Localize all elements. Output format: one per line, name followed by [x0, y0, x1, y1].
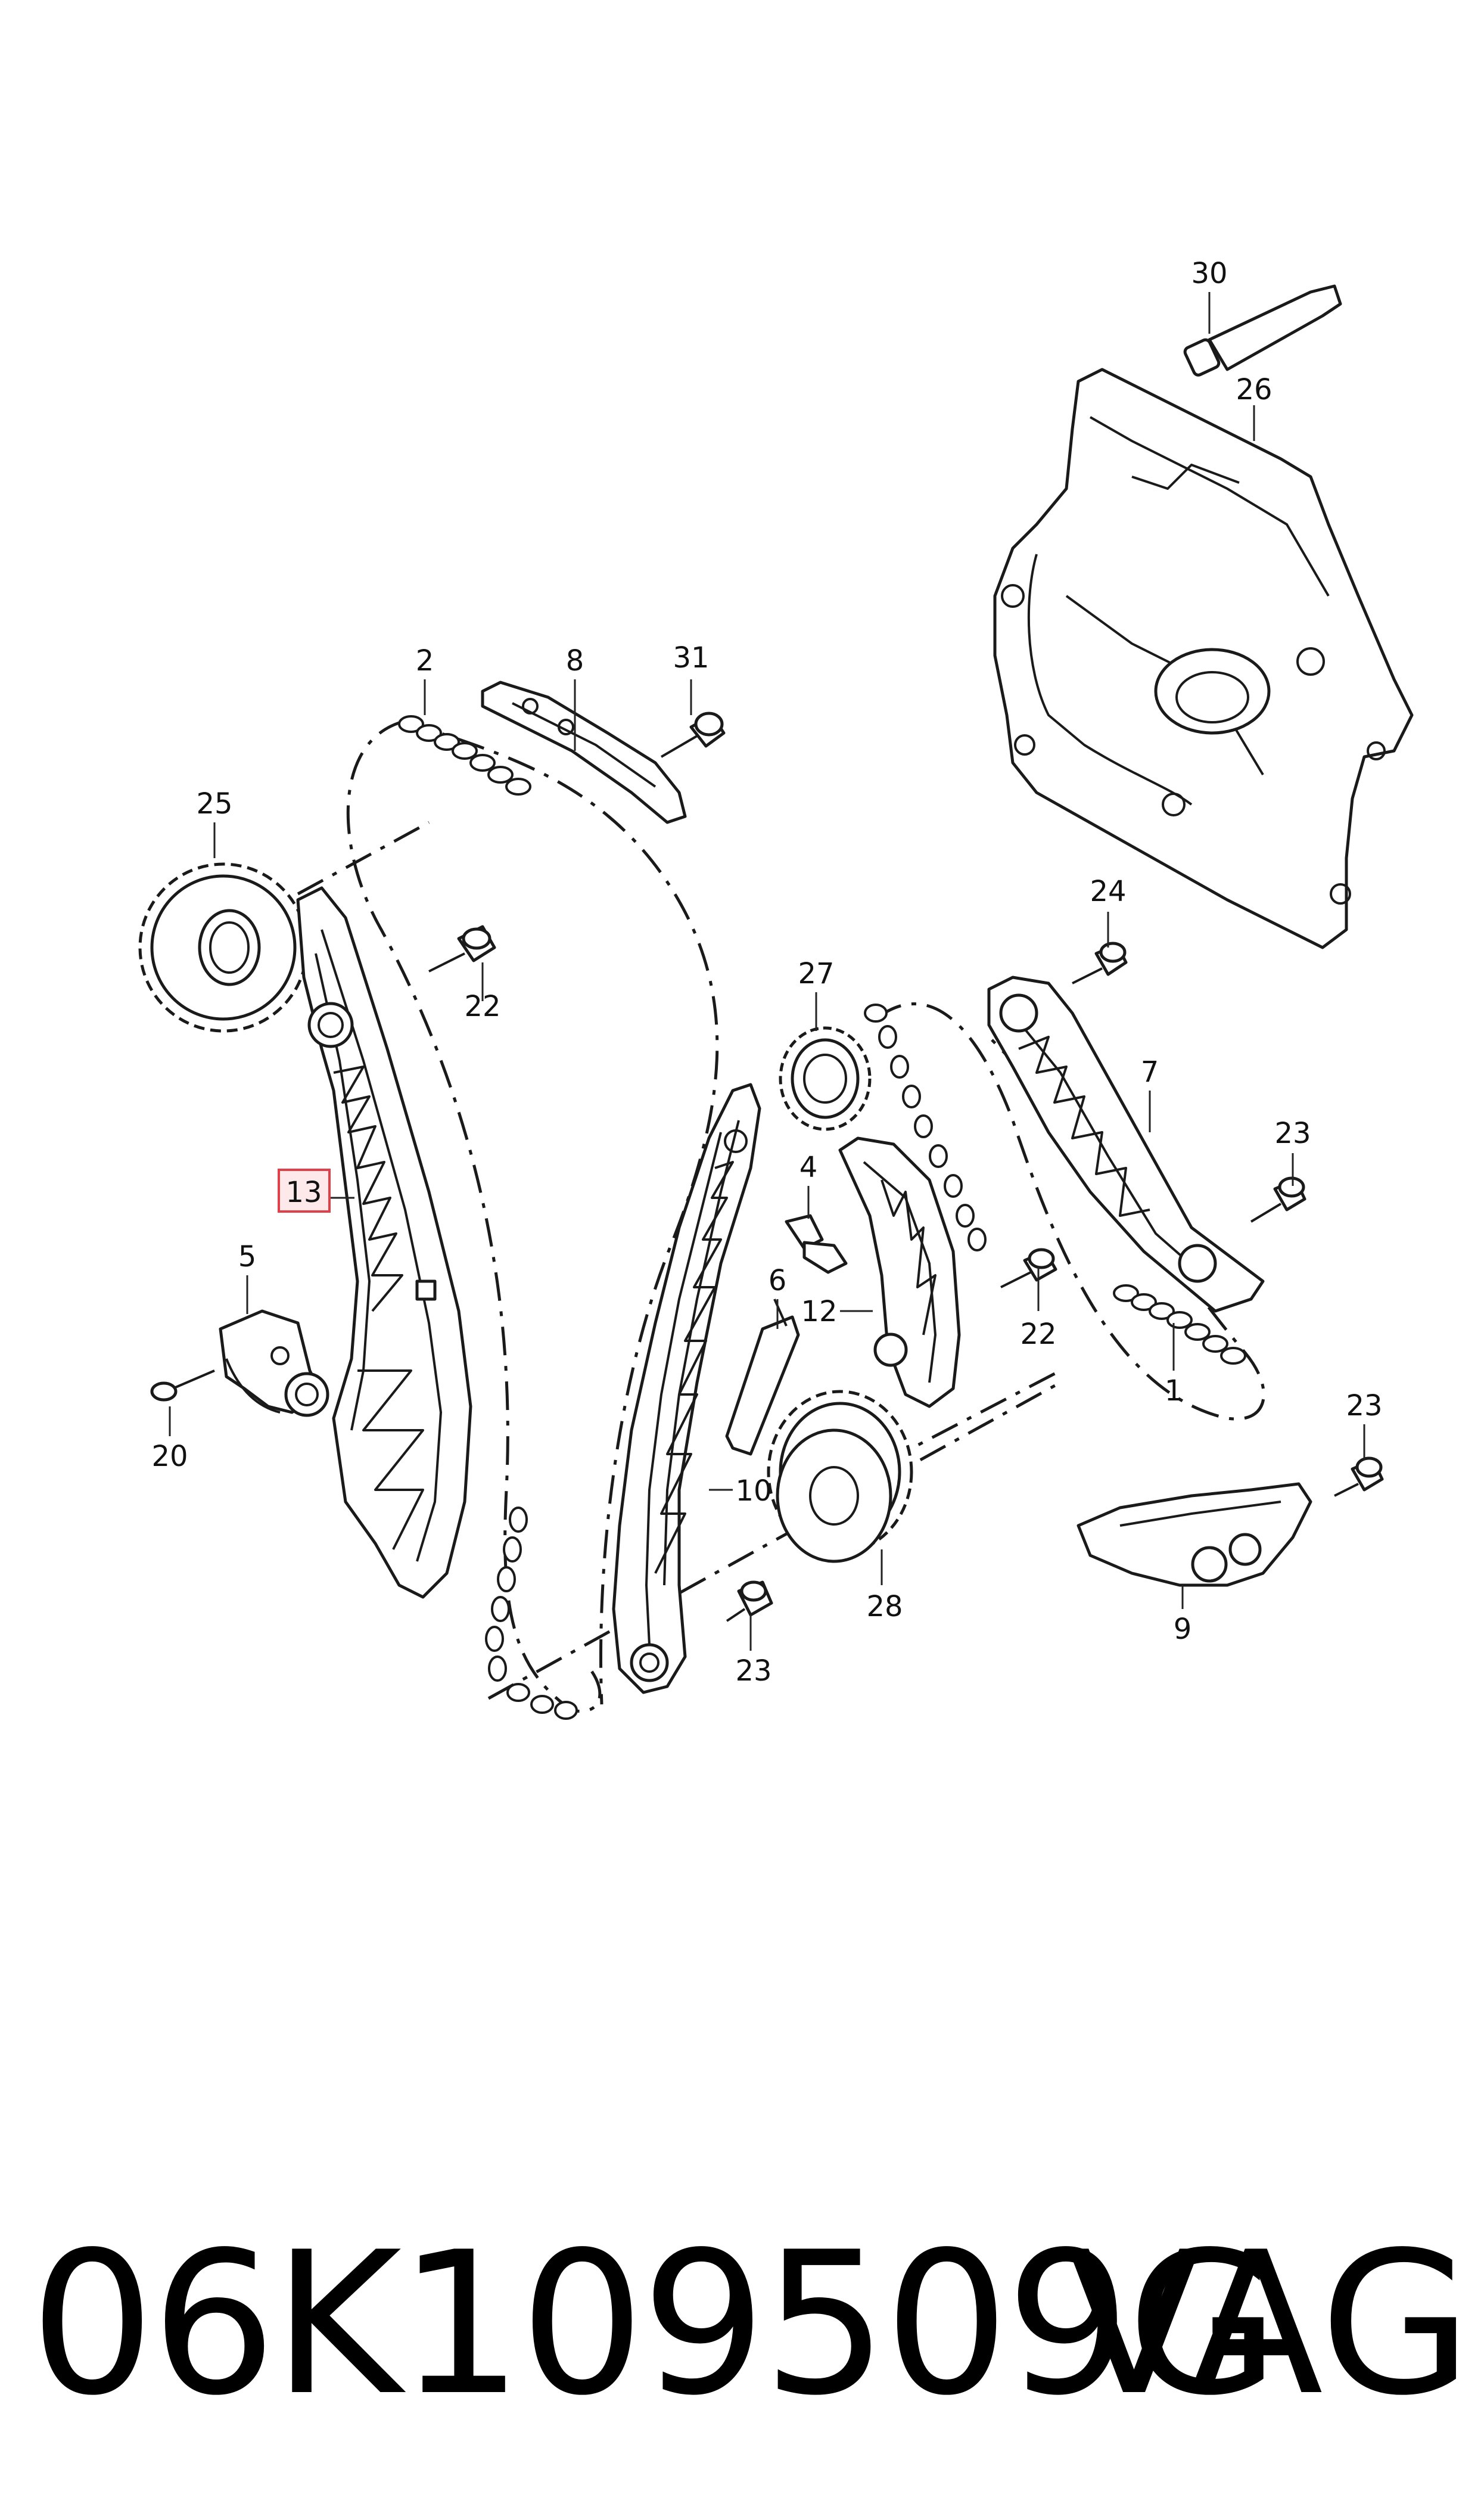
- timing-cover-icon: [993, 368, 1414, 949]
- sealant-tube-icon: [1183, 284, 1342, 377]
- callout-22-middle: 22: [1020, 1318, 1056, 1351]
- chain-lower-left-icon: [485, 1507, 578, 1720]
- chain-route-cross: [487, 1381, 1062, 1700]
- part-number: 06K109509G: [30, 2210, 1280, 2439]
- chain-route-cross-2: [297, 821, 430, 896]
- callout-23-lower: 23: [735, 1654, 771, 1688]
- bolt-31-icon: [660, 712, 726, 758]
- callout-25: 25: [196, 787, 232, 821]
- callout-5: 5: [238, 1240, 257, 1274]
- callout-26: 26: [1236, 373, 1272, 406]
- brand-label: VAG: [1066, 2210, 1472, 2439]
- callout-20: 20: [151, 1440, 188, 1473]
- callout-2: 2: [416, 644, 434, 678]
- callout-13: 13: [285, 1176, 322, 1209]
- callout-9: 9: [1174, 1613, 1192, 1646]
- callout-12: 12: [801, 1295, 837, 1328]
- callout-10: 10: [735, 1474, 771, 1508]
- callout-1: 1: [1165, 1374, 1183, 1408]
- chain-route-upper: [405, 719, 719, 1705]
- upper-guide-rail-icon: [481, 681, 687, 824]
- callout-22-upper: 22: [464, 990, 500, 1023]
- bolt-4-icon: [785, 1214, 848, 1274]
- callout-4: 4: [799, 1151, 818, 1184]
- camshaft-sprocket-icon: [138, 862, 309, 1033]
- bolt-23-far-right-icon: [1334, 1456, 1384, 1497]
- callout-8: 8: [566, 644, 584, 678]
- callout-23-far-right: 23: [1346, 1389, 1382, 1422]
- bolt-22-upper-icon: [428, 925, 496, 973]
- callout-27: 27: [798, 957, 834, 990]
- tensioner-rail-7-icon: [987, 976, 1265, 1313]
- callout-28: 28: [866, 1590, 903, 1623]
- bolt-22-middle-icon: [1000, 1248, 1057, 1288]
- sprocket-27-icon: [779, 1026, 872, 1131]
- callout-24: 24: [1090, 875, 1126, 908]
- bolt-20-icon: [150, 1369, 215, 1402]
- pin-6-icon: [725, 1299, 800, 1456]
- footer: 06K109509G VAG: [0, 2205, 1484, 2455]
- chain-tensioner-5-icon: [219, 1309, 329, 1417]
- callout-31: 31: [673, 641, 709, 675]
- tensioner-rail-13-icon: [296, 886, 472, 1599]
- callout-23-right: 23: [1274, 1117, 1311, 1150]
- crankshaft-sprocket-icon: [767, 1390, 913, 1563]
- timing-chain-diagram: 30 26 2 8 31 25 22 13 5 20 27 4 6 12 10 …: [138, 257, 1414, 1720]
- callout-7: 7: [1141, 1055, 1159, 1089]
- guide-rail-12-icon: [838, 1136, 961, 1408]
- bolt-24-icon: [1072, 942, 1128, 984]
- bolt-23-lower-icon: [726, 1580, 773, 1622]
- guide-piece-9-icon: [1077, 1482, 1312, 1587]
- bolt-23-right-icon: [1250, 1176, 1306, 1223]
- chain-segment-2-icon: [398, 715, 531, 796]
- guide-rail-10-icon: [612, 1083, 761, 1694]
- callout-6: 6: [769, 1264, 787, 1297]
- callout-13-highlight: [278, 1169, 331, 1213]
- callout-30: 30: [1191, 257, 1227, 290]
- chain-right-upper-icon: [864, 1004, 987, 1251]
